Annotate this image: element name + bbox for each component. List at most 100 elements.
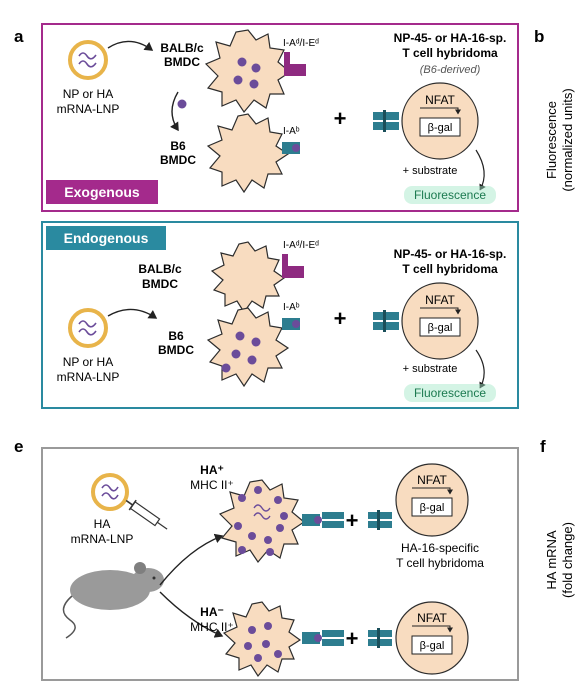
endo-lnp-label-line2: mRNA-LNP <box>57 370 120 384</box>
e-ha-positive-cell <box>218 479 306 564</box>
panel-letter-f: f <box>540 437 546 456</box>
endo-b6-label-line2: BMDC <box>158 343 194 357</box>
endogenous-panel: Endogenous BALB/c BMDC I-Aᵈ/I-Eᵈ NP or H… <box>41 221 519 409</box>
mhc-balbc-stem <box>284 52 290 64</box>
e-bottom-bgal-label: β-gal <box>420 640 445 652</box>
e-hybridoma-label-line2: T cell hybridoma <box>396 556 484 570</box>
panel-letter-e: e <box>14 437 23 456</box>
e-top-bgal-label: β-gal <box>420 502 445 514</box>
panel-e-border <box>41 447 519 681</box>
hybridoma-subtitle: (B6-derived) <box>420 64 481 76</box>
arrow-balbc-to-b6 <box>170 91 179 132</box>
endo-fluorescence-label: Fluorescence <box>414 386 486 400</box>
e-top-bgal-box <box>411 497 453 517</box>
lnp-label-line2: mRNA-LNP <box>57 102 120 116</box>
e-top-mhc-tcr <box>302 512 344 528</box>
endo-mhc-b6-label: I-Aᵇ <box>283 302 300 313</box>
endo-fluorescence-glow <box>404 384 496 402</box>
tcr-icon <box>373 110 399 132</box>
substrate-label: + substrate <box>403 165 458 177</box>
e-top-nfat-arrow <box>412 487 453 495</box>
hybridoma-title-line2: T cell hybridoma <box>402 46 498 60</box>
e-bottom-nfat-label: NFAT <box>417 611 447 625</box>
endo-bgal-label: β-gal <box>428 322 453 334</box>
e-ha-negative-cell <box>222 601 302 678</box>
b6-label-line1: B6 <box>170 139 186 153</box>
fluorescence-glow <box>404 186 496 204</box>
endo-presented-peptide <box>292 320 300 328</box>
mhc-balbc-label: I-Aᵈ/I-Eᵈ <box>283 38 319 49</box>
e-cell-bottom-label-line2: MHC II⁺ <box>190 620 234 634</box>
e-lnp-icon <box>91 473 129 511</box>
exogenous-border <box>41 23 519 212</box>
fluorescence-label: Fluorescence <box>414 188 486 202</box>
substrate-arrow <box>475 149 486 191</box>
nfat-label: NFAT <box>425 93 455 107</box>
mhc-b6-label: I-Aᵇ <box>283 126 300 137</box>
endo-balbc-bmdc-cell <box>210 241 286 314</box>
endo-plus-sign: + <box>334 306 347 331</box>
endo-mhc-balbc-icon <box>282 266 304 278</box>
endo-substrate-arrow <box>475 349 486 389</box>
endo-tcr-icon <box>373 310 399 332</box>
endo-balbc-label-line2: BMDC <box>142 277 178 291</box>
panel-letter-a: a <box>14 27 24 46</box>
endogenous-border <box>41 221 519 409</box>
e-bottom-nfat-arrow <box>412 625 453 633</box>
plus-sign: + <box>334 106 347 131</box>
mhc-balbc-icon <box>284 64 306 76</box>
endo-lnp-label-line1: NP or HA <box>63 355 113 369</box>
endogenous-tag-label: Endogenous <box>64 230 149 246</box>
panel-b-ylabel: Fluorescence (normalized units) <box>544 88 575 191</box>
panel-b-ylabel-line2: (normalized units) <box>560 88 575 191</box>
panel-f-ylabel-line1: HA mRNA <box>544 530 559 590</box>
syringe-icon <box>125 499 168 530</box>
e-plus-top: + <box>346 508 359 533</box>
e-hybridoma-label-line1: HA-16-specific <box>401 541 479 555</box>
lnp-icon <box>68 40 108 80</box>
exogenous-tag-label: Exogenous <box>64 184 140 200</box>
hybridoma-title-line1: NP-45- or HA-16-sp. <box>394 31 507 45</box>
e-bottom-tcr-icon <box>368 628 392 648</box>
panel-f-ylabel: HA mRNA (fold change) <box>544 522 575 598</box>
e-cell-top-label-line1: HA⁺ <box>200 463 224 477</box>
e-cell-top-label-line2: MHC II⁺ <box>190 478 234 492</box>
endo-nfat-arrow <box>420 307 461 315</box>
panel-b-ylabel-line1: Fluorescence <box>544 101 559 179</box>
e-cell-bottom-label-line1: HA⁻ <box>200 605 224 619</box>
endo-mhc-balbc-stem <box>282 254 288 266</box>
arrow-lnp-to-balbc <box>107 40 154 51</box>
endo-bgal-box <box>419 317 461 337</box>
e-lnp-label-line2: mRNA-LNP <box>71 532 134 546</box>
mouse-icon <box>62 562 164 639</box>
bgal-box <box>419 117 461 137</box>
balbc-bmdc-cell <box>204 29 292 114</box>
endogenous-tag <box>46 226 166 250</box>
antigen-particle <box>177 99 187 109</box>
panel-f-ylabel-line2: (fold change) <box>560 522 575 598</box>
arrow-mouse-to-ha-pos <box>159 533 224 586</box>
endo-substrate-label: + substrate <box>403 363 458 375</box>
endo-nfat-label: NFAT <box>425 293 455 307</box>
balbc-label-line1: BALB/c <box>160 41 204 55</box>
b6-label-line2: BMDC <box>160 153 196 167</box>
endo-mhc-balbc-label: I-Aᵈ/I-Eᵈ <box>283 240 319 251</box>
panel-letter-b: b <box>534 27 544 46</box>
e-plus-bottom: + <box>346 626 359 651</box>
e-bottom-bgal-box <box>411 635 453 655</box>
presented-peptide <box>292 144 300 152</box>
exogenous-tag <box>46 180 158 204</box>
endo-balbc-label-line1: BALB/c <box>138 262 182 276</box>
endo-hybridoma-title-line2: T cell hybridoma <box>402 262 498 276</box>
e-lnp-label-line1: HA <box>94 517 111 531</box>
nfat-arrow <box>420 107 461 115</box>
e-bottom-mhc-tcr <box>302 630 344 646</box>
e-top-nfat-label: NFAT <box>417 473 447 487</box>
arrow-mouse-to-ha-neg <box>159 591 224 638</box>
endo-b6-label-line1: B6 <box>168 329 184 343</box>
endo-lnp-icon <box>68 308 108 348</box>
endo-arrow-lnp-to-b6 <box>107 308 158 319</box>
balbc-label-line2: BMDC <box>164 55 200 69</box>
panel-e: HA mRNA-LNP HA⁺ MHC II⁺ <box>41 447 519 681</box>
